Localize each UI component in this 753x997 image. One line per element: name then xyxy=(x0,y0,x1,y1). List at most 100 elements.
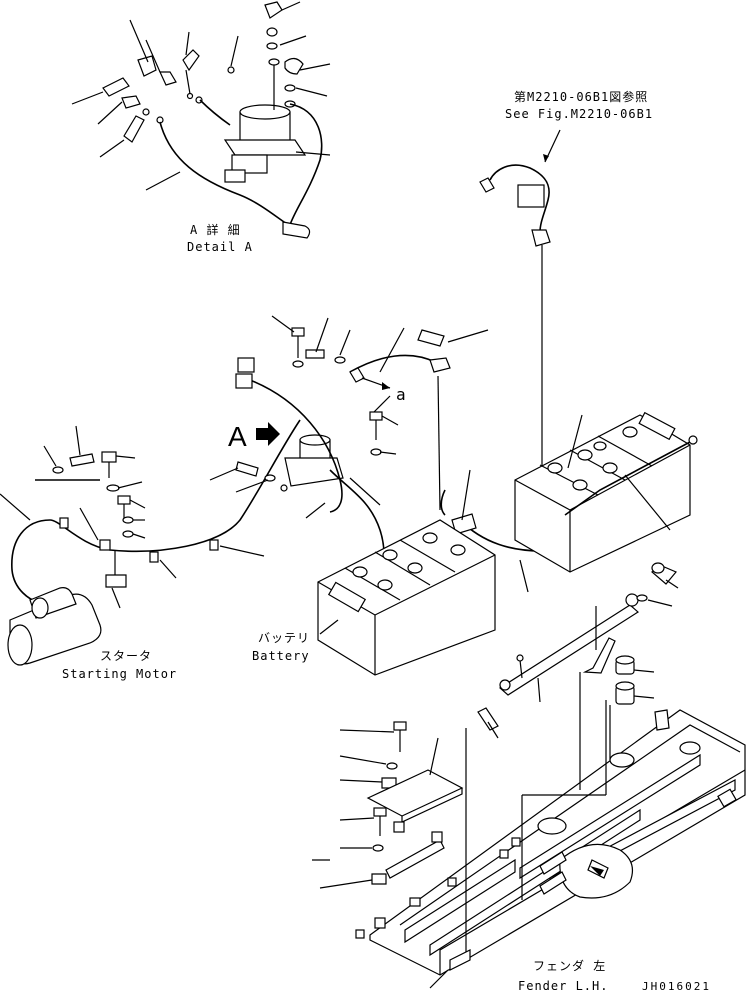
callout-a-small: a xyxy=(396,385,407,404)
fender-label-jp: フェンダ 左 xyxy=(533,958,606,973)
view-arrow-icon xyxy=(256,422,280,446)
relay-clip xyxy=(224,169,246,183)
battery-cap xyxy=(422,532,438,544)
bracket xyxy=(654,709,670,731)
starter-group: スタータ Starting Motor xyxy=(7,587,177,681)
bolt xyxy=(69,453,95,467)
bolt xyxy=(235,461,259,477)
nut xyxy=(266,27,278,37)
battery-cap xyxy=(407,562,423,574)
filler-cap xyxy=(679,741,701,755)
insulator xyxy=(182,49,200,72)
clip xyxy=(355,929,365,939)
see-fig-label-jp: 第M2210-06B1図参照 xyxy=(514,89,648,104)
starter-label-jp: スタータ xyxy=(100,649,152,663)
terminal-bolt xyxy=(429,357,451,373)
battery-rear xyxy=(514,414,691,573)
harness-branch xyxy=(489,164,550,233)
washer xyxy=(370,448,382,456)
bolt-head xyxy=(101,451,117,463)
detail-a-label-jp: A 詳 細 xyxy=(190,222,241,237)
harness-clamp xyxy=(209,539,219,551)
bolt-head xyxy=(393,721,407,731)
harness-clamp xyxy=(59,517,69,529)
connector xyxy=(235,373,253,389)
boot-cap xyxy=(284,57,304,75)
ground-terminal xyxy=(531,229,551,247)
detail-a-label-en: Detail A xyxy=(187,240,253,254)
harness-upper xyxy=(249,379,343,513)
starter-label-en: Starting Motor xyxy=(62,667,177,681)
bolt-head xyxy=(373,807,387,817)
bracket-plate xyxy=(385,839,445,879)
battery-cap xyxy=(352,566,368,578)
grommet xyxy=(609,752,635,768)
ring-terminal xyxy=(142,108,150,116)
battery-label-en: Battery xyxy=(252,649,310,663)
bracket xyxy=(105,574,127,588)
cable-end xyxy=(282,221,311,239)
washer xyxy=(386,762,398,770)
washer xyxy=(266,42,278,50)
battery-cap xyxy=(622,426,638,438)
connector xyxy=(237,357,255,373)
see-fig-label-en: See Fig.M2210-06B1 xyxy=(505,107,653,121)
cover-sleeve xyxy=(123,115,145,143)
drawing-number: JH016021 xyxy=(642,980,711,993)
cable-lug xyxy=(102,77,130,97)
battery-stay xyxy=(499,604,639,696)
rail xyxy=(404,858,516,944)
clamp xyxy=(349,367,365,383)
clip xyxy=(511,837,521,847)
clip xyxy=(374,917,386,929)
clip xyxy=(371,873,387,885)
harness-clamp xyxy=(149,551,159,563)
relay-plate xyxy=(284,457,344,487)
clip xyxy=(409,897,421,907)
battery-handle xyxy=(327,581,367,613)
j-bolt xyxy=(582,637,616,674)
relay-bracket xyxy=(223,139,307,156)
fender-group: フェンダ 左 Fender L.H. JH016021 xyxy=(312,562,746,993)
washer xyxy=(268,58,280,66)
bolt-head xyxy=(369,411,383,421)
fender-label-en: Fender L.H. xyxy=(518,979,608,993)
detail-a-group: A 詳 細 Detail A xyxy=(71,1,331,254)
battery-handle xyxy=(638,411,676,441)
battery-cap xyxy=(572,479,588,491)
callout-a: A xyxy=(228,421,247,452)
relay-top xyxy=(239,104,291,120)
elbow-terminal xyxy=(137,55,157,77)
j-bolt xyxy=(477,707,499,731)
clip xyxy=(447,877,457,887)
battery-label-jp: バッテリ xyxy=(258,631,310,645)
washer xyxy=(292,360,304,368)
fender-panel xyxy=(369,709,746,976)
tank-cap xyxy=(537,817,567,835)
terminal-bolt xyxy=(121,95,141,109)
battery-cap xyxy=(602,462,618,474)
battery-cap xyxy=(547,462,563,474)
washer xyxy=(284,84,296,92)
washer xyxy=(106,484,120,492)
connector-plug xyxy=(479,177,495,193)
relay-base xyxy=(231,154,268,174)
terminal-cap xyxy=(264,1,283,19)
battery-cap xyxy=(377,579,393,591)
battery-group: バッテリ Battery xyxy=(252,411,698,676)
terminal-lug xyxy=(417,329,445,347)
rail xyxy=(519,753,701,880)
main-harness-group: A xyxy=(0,315,576,621)
battery-front xyxy=(317,519,496,676)
see-fig-group: 第M2210-06B1図参照 See Fig.M2210-06B1 xyxy=(479,89,653,480)
battery-cap xyxy=(450,544,466,556)
starter-end xyxy=(7,624,33,666)
battery-cap xyxy=(577,449,593,461)
bolt xyxy=(305,349,325,359)
bolt xyxy=(159,71,177,86)
connector xyxy=(517,184,545,208)
clip xyxy=(499,849,509,859)
washer xyxy=(372,844,384,852)
harness-clamp xyxy=(99,539,111,551)
